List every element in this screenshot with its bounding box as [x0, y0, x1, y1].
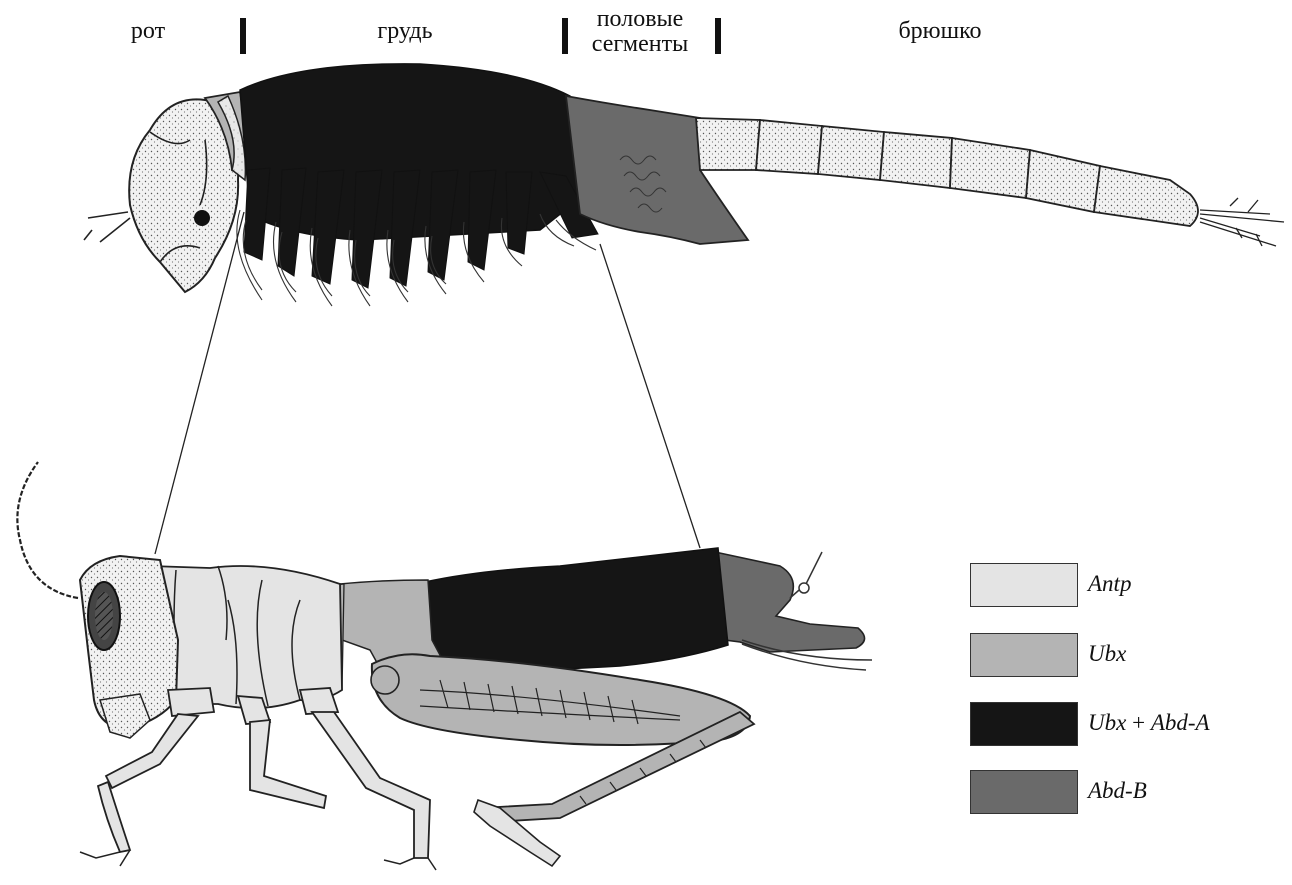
- legend-label-ubx-abda-gene-b: Abd-A: [1151, 710, 1210, 735]
- legend-label-ubx: Ubx: [1088, 641, 1126, 667]
- legend-item-antp: Antp: [970, 563, 1270, 609]
- upper-abdomen: [696, 118, 1198, 226]
- legend-swatch-ubx-abda: [970, 702, 1078, 746]
- legend-label-ubx-abda-gene-a: Ubx: [1088, 710, 1126, 735]
- legend-item-abdb: Abd-B: [970, 770, 1270, 816]
- legend-swatch-ubx: [970, 633, 1078, 677]
- upper-antennae: [84, 212, 130, 242]
- grasshopper-thorax-antp: [150, 566, 342, 708]
- grasshopper-antenna: [17, 462, 78, 598]
- upper-eye: [194, 210, 210, 226]
- upper-animal: [84, 64, 1284, 306]
- legend-swatch-antp: [970, 563, 1078, 607]
- grasshopper-mouthparts: [100, 694, 150, 738]
- grasshopper-abdomen-ubx-abda: [425, 548, 728, 671]
- grasshopper-eye-inner: [95, 592, 113, 640]
- upper-tail-cerci: [1200, 198, 1284, 246]
- grasshopper-knee: [371, 666, 399, 694]
- legend-item-ubx-abda: Ubx + Abd-A: [970, 702, 1270, 748]
- grasshopper-abdomen-tip-abdb: [715, 552, 865, 652]
- legend-label-abdb: Abd-B: [1088, 778, 1147, 804]
- connector-lines: [155, 212, 700, 554]
- legend-label-antp: Antp: [1088, 571, 1131, 597]
- legend-item-ubx: Ubx: [970, 633, 1270, 679]
- legend-swatch-abdb: [970, 770, 1078, 814]
- lower-grasshopper: [17, 462, 872, 870]
- grasshopper-hind-femur-ubx: [372, 654, 750, 745]
- legend-label-ubx-abda: Ubx + Abd-A: [1088, 710, 1210, 736]
- legend-label-plus: +: [1126, 710, 1150, 735]
- grasshopper-tarsi: [80, 850, 436, 870]
